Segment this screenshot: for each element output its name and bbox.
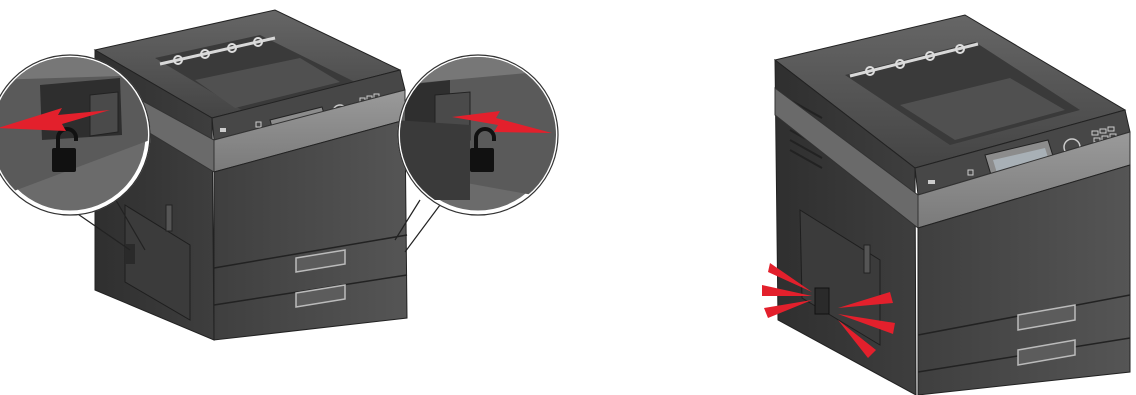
printer-right bbox=[775, 15, 1130, 395]
callout-left bbox=[0, 55, 150, 215]
printer-left bbox=[95, 10, 407, 340]
callout-right bbox=[395, 55, 560, 215]
